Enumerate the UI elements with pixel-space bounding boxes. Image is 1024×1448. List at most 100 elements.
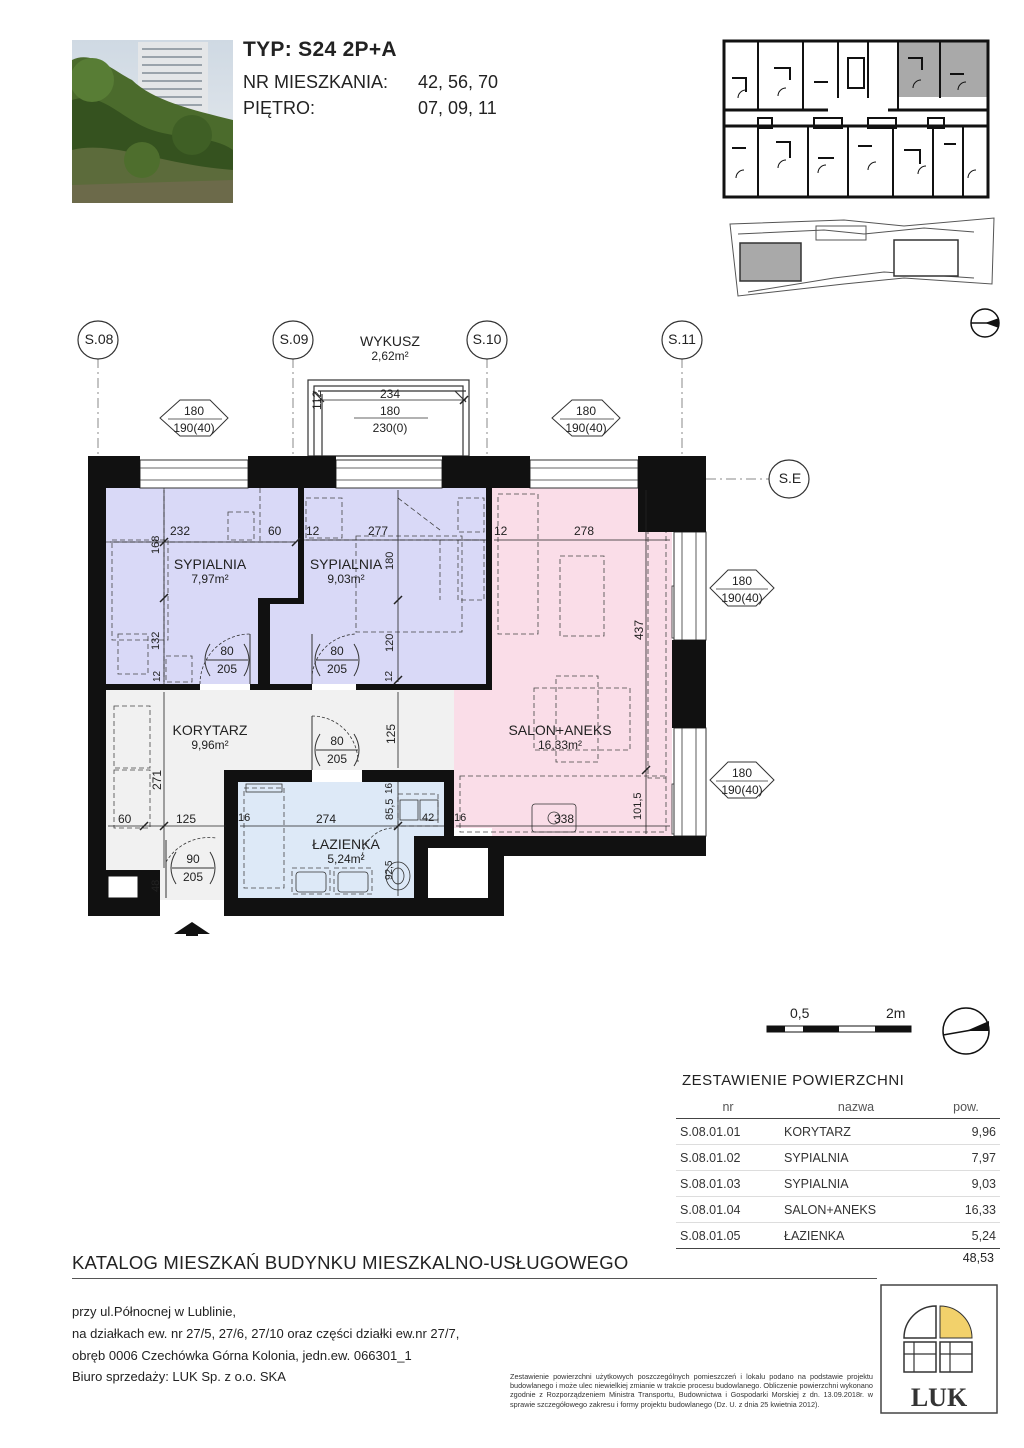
apartment-type-title: TYP: S24 2P+A: [243, 38, 397, 61]
cell-name: KORYTARZ: [780, 1118, 932, 1145]
corridor-area: 9,96m²: [191, 738, 229, 752]
table-row: S.08.01.02 SYPIALNIA 7,97: [676, 1144, 1000, 1171]
door4-width: 90: [186, 852, 200, 866]
dim-wall-12c: 12: [384, 670, 395, 682]
apartment-number-label: NR MIESZKANIA:: [243, 72, 389, 92]
bathroom-name: ŁAZIENKA: [312, 836, 380, 852]
window3-height: 190(40): [565, 421, 607, 435]
window4-height: 190(40): [721, 591, 763, 605]
cell-nr: S.08.01.05: [676, 1222, 780, 1249]
dim-wall-12a: 12: [152, 670, 163, 682]
col-header-nr: nr: [676, 1098, 780, 1119]
summary-title: ZESTAWIENIE POWIERZCHNI: [682, 1072, 905, 1089]
cell-name: SYPIALNIA: [780, 1144, 932, 1171]
corridor-name: KORYTARZ: [172, 722, 248, 738]
axis-label-s09: S.09: [279, 331, 309, 347]
window3-width: 180: [575, 404, 597, 418]
floor-label: PIĘTRO:: [243, 98, 316, 118]
axis-label-s08: S.08: [84, 331, 114, 347]
cell-nr: S.08.01.01: [676, 1118, 780, 1145]
door3-width: 80: [330, 734, 344, 748]
bay-name: WYKUSZ: [360, 333, 420, 349]
axis-marker-s09: [272, 320, 314, 360]
dim-corridor-125: 125: [176, 812, 197, 826]
axis-label-se: S.E: [778, 470, 802, 486]
dim-bay-width: 234: [379, 387, 401, 401]
table-row: S.08.01.04 SALON+ANEKS 16,33: [676, 1196, 1000, 1223]
window1-height: 190(40): [173, 421, 215, 435]
room-bathroom: [238, 782, 444, 898]
dim-bedroom1-closet: 60: [268, 524, 282, 538]
scale-right-label: 2m: [886, 1005, 906, 1021]
dim-living-depth: 437: [632, 619, 646, 640]
site-key-plan: [729, 217, 995, 297]
dim-corridor-60: 60: [118, 812, 132, 826]
col-header-name: nazwa: [780, 1098, 932, 1119]
area-summary-table: nr nazwa pow. S.08.01.01 KORYTARZ 9,96 S…: [676, 1098, 1000, 1249]
room-living-kitchen: [454, 488, 672, 836]
cell-name: SYPIALNIA: [780, 1170, 932, 1197]
cell-nr: S.08.01.02: [676, 1144, 780, 1171]
bedroom2-name: SYPIALNIA: [309, 556, 383, 572]
walls: [88, 456, 706, 916]
axis-marker-se: [768, 459, 810, 499]
dim-wall-12b: 12: [306, 524, 320, 538]
dim-corridor-height: 125: [384, 723, 398, 744]
window4-width: 180: [731, 574, 753, 588]
cell-area: 5,24: [932, 1222, 1000, 1249]
dim-bedroom1-depth2: 132: [150, 631, 162, 650]
cell-area: 7,97: [932, 1144, 1000, 1171]
door2-width: 80: [330, 644, 344, 658]
bay-area: 2,62m²: [371, 349, 409, 363]
disclaimer-text: Zestawienie powierzchni użytkowych poszc…: [510, 1372, 873, 1409]
address-line-1: przy ul.Północnej w Lublinie,: [72, 1304, 237, 1319]
logo-text: LUK: [911, 1383, 968, 1412]
dim-living-depth2: 101,5: [632, 792, 644, 820]
bedroom1-area: 7,97m²: [191, 572, 229, 586]
axis-marker-s08: [77, 320, 119, 360]
bathroom-area: 5,24m²: [327, 852, 365, 866]
window2-height: 230(0): [372, 421, 408, 435]
dim-bedroom2-depth: 180: [384, 551, 396, 570]
room-corridor: [106, 690, 454, 900]
dim-corridor-length: 271: [150, 769, 164, 790]
door3-height: 205: [326, 752, 348, 766]
floor-plan: [77, 320, 810, 936]
dim-wall-16b: 16: [384, 782, 395, 794]
dim-wall-16c: 16: [454, 812, 467, 824]
dim-bathroom-width: 274: [316, 812, 337, 826]
cell-name: ŁAZIENKA: [780, 1222, 932, 1249]
dim-wall-16a: 16: [238, 812, 251, 824]
table-row: S.08.01.03 SYPIALNIA 9,03: [676, 1170, 1000, 1197]
dim-kitchen-338: 338: [554, 812, 575, 826]
cell-area: 16,33: [932, 1196, 1000, 1223]
table-row: S.08.01.05 ŁAZIENKA 5,24: [676, 1222, 1000, 1249]
bedroom1-name: SYPIALNIA: [173, 556, 247, 572]
catalog-divider: [72, 1278, 877, 1279]
cell-name: SALON+ANEKS: [780, 1196, 932, 1223]
axis-marker-s10: [466, 320, 508, 360]
dim-bathroom-925: 92,5: [384, 860, 395, 880]
dim-corridor-48: 48: [150, 879, 162, 892]
table-row: S.08.01.01 KORYTARZ 9,96: [676, 1118, 1000, 1145]
living-area: 16,33m²: [537, 738, 583, 752]
dim-bedroom1-depth: 168: [150, 535, 162, 554]
cell-area: 9,96: [932, 1118, 1000, 1145]
window1-width: 180: [183, 404, 205, 418]
dim-bedroom2-width: 277: [368, 524, 389, 538]
scale-left-label: 0,5: [790, 1005, 810, 1021]
floor-value: 07, 09, 11: [418, 98, 497, 118]
cell-nr: S.08.01.04: [676, 1196, 780, 1223]
door1-width: 80: [220, 644, 234, 658]
catalog-title: KATALOG MIESZKAŃ BUDYNKU MIESZKALNO-USŁU…: [72, 1252, 629, 1273]
dim-bathroom-42: 42: [422, 812, 435, 824]
window5-width: 180: [731, 766, 753, 780]
address-line-3: obręb 0006 Czechówka Górna Kolonia, jedn…: [72, 1348, 412, 1363]
apartment-number-value: 42, 56, 70: [418, 72, 499, 92]
dim-bedroom1-width: 232: [170, 524, 191, 538]
window2-width: 180: [379, 404, 401, 418]
col-header-area: pow.: [932, 1098, 1000, 1119]
living-name: SALON+ANEKS: [508, 722, 612, 738]
door4-height: 205: [182, 870, 204, 884]
entrance-arrow-icon: [174, 922, 210, 934]
